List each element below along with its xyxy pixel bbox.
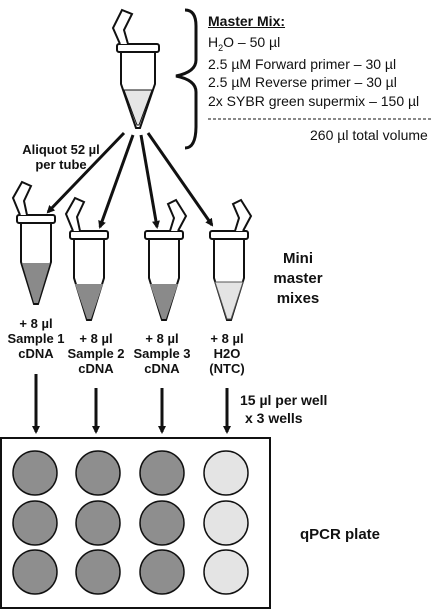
mini-tube-2 (64, 196, 109, 321)
sample-label-3: + 8 µl Sample 3 cDNA (122, 331, 202, 376)
sample-label-ntc: + 8 µl H2O (NTC) (189, 331, 265, 376)
master-mix-supermix: 2x SYBR green supermix – 150 µl (208, 93, 420, 109)
sample-1-name: Sample 1 (7, 331, 65, 346)
ntc-well (203, 549, 249, 595)
sample-well (139, 500, 185, 546)
qpcr-plate-label: qPCR plate (300, 526, 381, 543)
sample-3-name: Sample 3 (133, 346, 191, 361)
sample-well (75, 500, 121, 546)
sample-3-volume: + 8 µl (145, 331, 179, 346)
sample-well (12, 549, 58, 595)
mini-label-line-1: Mini (283, 250, 313, 267)
mini-tube-4 (209, 198, 253, 321)
ntc-well (203, 500, 249, 546)
mini-label-line-2: master (273, 270, 323, 287)
master-mix-title: Master Mix: (208, 13, 286, 29)
ntc-type: (NTC) (209, 361, 245, 376)
ntc-volume: + 8 µl (210, 331, 244, 346)
aliquot-label: Aliquot 52 µl per tube (6, 142, 116, 172)
aliquot-label-line-2: per tube (35, 157, 87, 172)
per-well-line-2: x 3 wells (245, 410, 303, 426)
sample-well (139, 549, 185, 595)
plate-arrows (32, 374, 231, 434)
mini-tube-3 (144, 198, 188, 321)
master-mix-reverse-primer: 2.5 µM Reverse primer – 30 µl (208, 74, 397, 90)
master-mix-total: 260 µl total volume (310, 127, 428, 143)
per-well-line-1: 15 µl per well (240, 392, 328, 408)
sample-2-volume: + 8 µl (79, 331, 113, 346)
master-mix-forward-primer: 2.5 µM Forward primer – 30 µl (208, 56, 397, 72)
ntc-name: H2O (213, 346, 241, 361)
master-mix-brace (175, 8, 198, 150)
master-mix-water: H2O – 50 µl (208, 34, 281, 53)
mini-label-line-3: mixes (276, 290, 320, 307)
mini-master-mixes-label: Mini master mixes (268, 249, 328, 309)
sample-well (75, 450, 121, 496)
sample-1-type: cDNA (18, 346, 54, 361)
sample-2-type: cDNA (78, 361, 114, 376)
sample-label-1: + 8 µl Sample 1 cDNA (0, 316, 76, 361)
sample-well (12, 500, 58, 546)
per-well-label: 15 µl per well x 3 wells (240, 391, 327, 427)
aliquot-label-line-1: Aliquot 52 µl (22, 142, 100, 157)
sample-well (12, 450, 58, 496)
sample-2-name: Sample 2 (67, 346, 125, 361)
aliquot-arrows (46, 131, 214, 229)
sample-1-volume: + 8 µl (19, 316, 53, 331)
sample-well (139, 450, 185, 496)
plate-wells (12, 450, 249, 595)
mini-tube-1 (11, 180, 56, 305)
sample-well (75, 549, 121, 595)
master-tube (111, 8, 160, 129)
master-tube-liquid (123, 89, 153, 126)
sample-3-type: cDNA (144, 361, 180, 376)
sample-label-2: + 8 µl Sample 2 cDNA (56, 331, 136, 376)
ntc-well (203, 450, 249, 496)
